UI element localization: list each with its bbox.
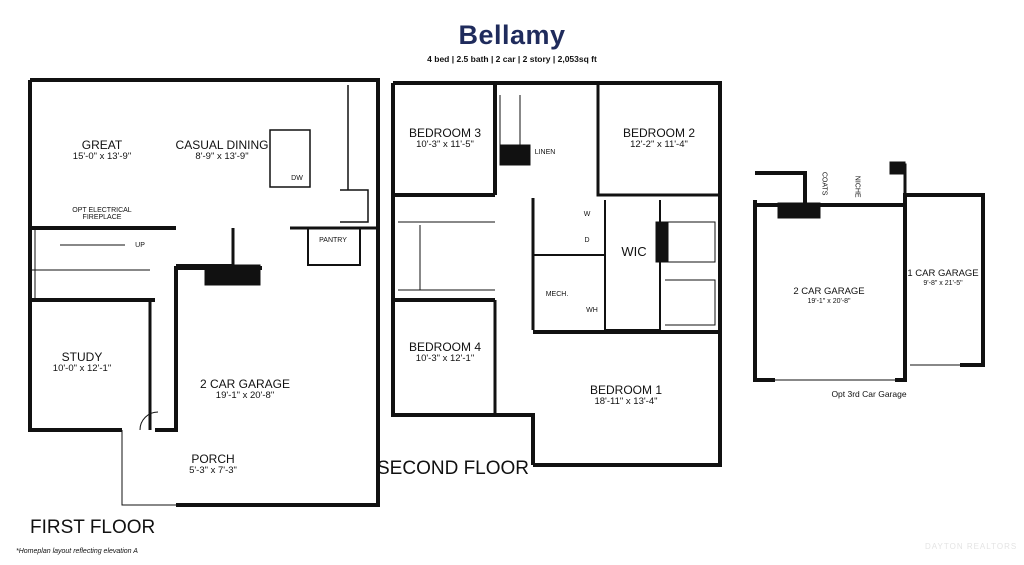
second-floor-walls [391,81,722,467]
opt-2car-garage-name: 2 CAR GARAGE [793,286,865,297]
room-bedroom2-name: BEDROOM 2 [622,126,696,140]
room-study-dims: 10'-0" x 12'-1" [52,363,112,374]
room-bedroom4-name: BEDROOM 4 [408,340,482,354]
room-garage-dims: 19'-1" x 20'-8" [215,390,275,401]
room-casual-dining-name: CASUAL DINING [175,138,269,152]
kitchen-island [269,129,311,188]
dryer-label: D [584,237,590,244]
plan-summary: 4 bed | 2.5 bath | 2 car | 2 story | 2,0… [427,54,597,64]
opt-1car-garage-name: 1 CAR GARAGE [907,268,979,279]
first-floor-label: FIRST FLOOR [30,517,156,538]
opt-garage-walls [753,163,985,382]
stair-up-label: UP [135,242,145,249]
first-floor-closet-fill [204,264,261,286]
room-porch-name: PORCH [191,452,235,466]
linen-label: LINEN [534,149,556,156]
opt-1car-garage-dims: 9'-8" x 21'-5" [923,280,963,287]
second-floor-label: SECOND FLOOR [377,458,530,479]
footnote: *Homeplan layout reflecting elevation A [16,548,138,555]
room-bedroom2-dims: 12'-2" x 11'-4" [630,139,688,150]
mech-label: MECH. [545,291,569,298]
room-porch-dims: 5'-3" x 7'-3" [189,465,237,476]
wic-label: WIC [621,244,647,259]
fireplace-label: OPT ELECTRICAL FIREPLACE [72,207,132,222]
first-floor-walls [28,78,380,507]
room-bedroom4-dims: 10'-3" x 12'-1" [415,353,475,364]
pantry-label: PANTRY [319,237,347,244]
niche-label: NICHE [853,175,861,198]
room-great-dims: 15'-0" x 13'-9" [72,151,132,162]
opt-garage-caption: Opt 3rd Car Garage [831,389,907,399]
room-casual-dining-dims: 8'-9" x 13'-9" [195,151,249,162]
washer-label: W [583,211,591,218]
plan-title: Bellamy [458,20,566,50]
watermark: DAYTON REALTORS [925,542,1018,551]
dw-label: DW [291,175,303,182]
room-bedroom1-name: BEDROOM 1 [589,383,663,397]
wh-label: WH [586,307,598,314]
room-garage-name: 2 CAR GARAGE [199,377,291,391]
opt-2car-garage-dims: 19'-1" x 20'-8" [807,298,851,305]
room-bedroom3-dims: 10'-3" x 11'-5" [416,139,474,150]
room-bedroom3-name: BEDROOM 3 [408,126,482,140]
room-bedroom1-dims: 18'-11" x 13'-4" [594,396,658,407]
coats-label: COATS [820,171,828,196]
room-great-name: GREAT [81,138,123,152]
room-study-name: STUDY [61,350,103,364]
